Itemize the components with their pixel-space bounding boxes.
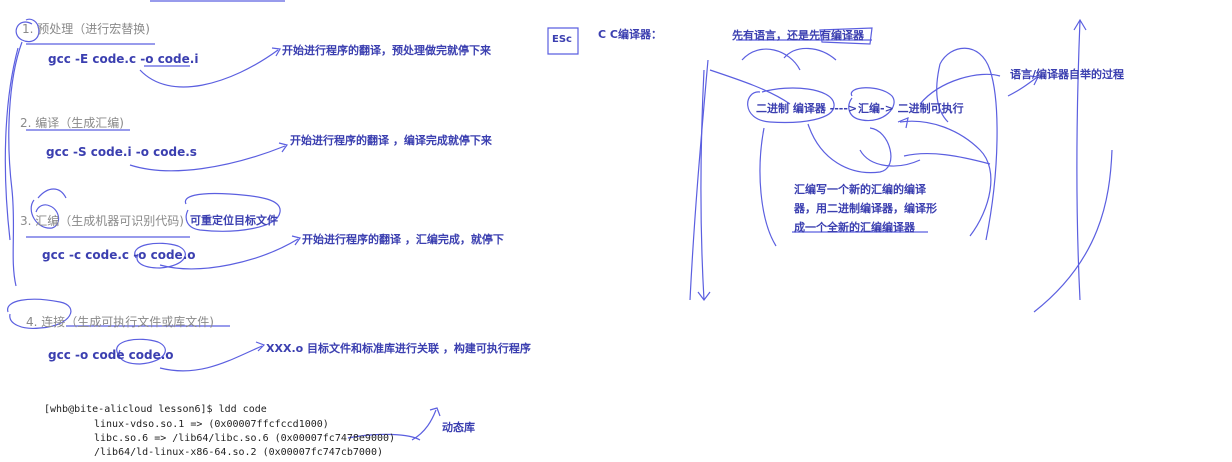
bootstrap-label: 语言/编译器自举的过程 bbox=[1010, 68, 1125, 81]
cc-compiler-title: C C编译器： bbox=[598, 28, 662, 41]
esc-label: ESc bbox=[552, 34, 572, 45]
tag-relocatable-object: 可重定位目标文件 bbox=[190, 214, 278, 227]
step-assemble: 3. 汇编（生成机器可识别代码) bbox=[20, 214, 184, 228]
cmd-assemble: gcc -c code.c -o code.o bbox=[42, 248, 196, 262]
note-assemble: 开始进行程序的翻译 ，汇编完成，就停下 bbox=[302, 233, 504, 246]
question-language-or-compiler: 先有语言，还是先有编译器 bbox=[732, 29, 864, 42]
note-preprocess: 开始进行程序的翻译，预处理做完就停下来 bbox=[282, 44, 491, 57]
explanation-line: 器，用二进制编译器，编译形 bbox=[794, 202, 937, 215]
terminal-line: libc.so.6 => /lib64/libc.so.6 (0x00007fc… bbox=[94, 433, 396, 444]
note-link: XXX.o 目标文件和标准库进行关联 ，构建可执行程序 bbox=[266, 342, 531, 355]
cmd-preprocess: gcc -E code.c -o code.i bbox=[48, 52, 199, 66]
annotation-dynamic-library: 动态库 bbox=[442, 421, 475, 434]
step-link: 4. 连接（生成可执行文件或库文件) bbox=[26, 315, 214, 329]
flow-binary-compiler: 二进制 编译器 ----> bbox=[756, 102, 858, 115]
explanation-line: 成一个全新的汇编编译器 bbox=[794, 221, 915, 234]
terminal-line: /lib64/ld-linux-x86-64.so.2 (0x00007fc74… bbox=[94, 447, 383, 458]
terminal-line: [whb@bite-alicloud lesson6]$ ldd code bbox=[44, 404, 267, 415]
explanation-line: 汇编写一个新的汇编的编译 bbox=[794, 183, 926, 196]
flow-asm-to-executable: 汇编-> 二进制可执行 bbox=[858, 102, 964, 115]
cmd-link: gcc -o code code.o bbox=[48, 348, 174, 362]
terminal-line: linux-vdso.so.1 => (0x00007ffcfccd1000) bbox=[94, 419, 329, 430]
step-compile: 2. 编译（生成汇编) bbox=[20, 116, 124, 130]
cmd-compile: gcc -S code.i -o code.s bbox=[46, 145, 197, 159]
note-compile: 开始进行程序的翻译 ，编译完成就停下来 bbox=[290, 134, 492, 147]
step-preprocess: 1. 预处理（进行宏替换) bbox=[22, 22, 150, 36]
